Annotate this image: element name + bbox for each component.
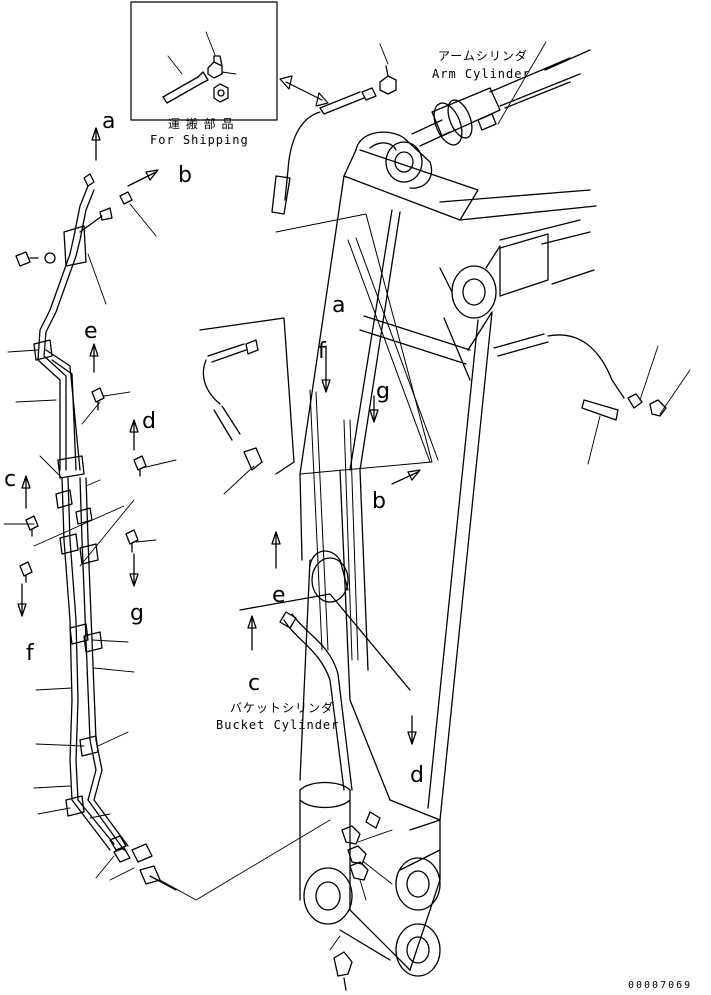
- arrow-d-boom: [407, 715, 417, 745]
- bucket-cylinder-caption-en: Bucket Cylinder: [216, 718, 339, 732]
- label-d-left: d: [142, 409, 156, 434]
- bucket-cylinder-hose: [239, 593, 411, 791]
- shipping-caption-en: For Shipping: [150, 133, 249, 147]
- arrow-c-left: [21, 475, 31, 509]
- arm-cylinder-hose-right: [493, 333, 667, 421]
- arrow-d-left: [129, 419, 139, 451]
- label-b-boom: b: [372, 489, 386, 514]
- bucket-cylinder-fittings: [333, 811, 381, 991]
- arrow-e-boom: [271, 531, 281, 569]
- leader-lines-left: [3, 203, 331, 901]
- shipping-hose-part: [162, 71, 209, 104]
- drawing-number: 00007069: [628, 980, 692, 991]
- label-a-left: a: [102, 109, 115, 134]
- label-a-boom: a: [332, 293, 345, 318]
- arrow-e-left: [89, 343, 99, 373]
- arrow-g-boom: [369, 395, 379, 423]
- boom: [299, 131, 597, 977]
- arrow-a-left: [91, 127, 101, 161]
- bucket-cylinder: [299, 781, 351, 911]
- arrow-g-left: [129, 553, 139, 587]
- arrow-f-left: [17, 583, 27, 617]
- arm-cylinder: [411, 49, 591, 147]
- text-labels: 運 搬 部 品 For Shipping アームシリンダ Arm Cylinde…: [4, 48, 692, 991]
- arm-cylinder-caption-jp: アームシリンダ: [438, 48, 528, 63]
- boom-internal-pipes: [275, 213, 439, 661]
- shipping-nut-part: [213, 83, 229, 103]
- label-f-left: f: [26, 641, 35, 666]
- label-f-boom: f: [318, 339, 327, 364]
- shipping-caption-jp: 運 搬 部 品: [168, 116, 234, 131]
- label-e-boom: e: [272, 583, 286, 608]
- middle-hose-pieces: [199, 317, 295, 475]
- arm-hose-leader: [379, 43, 389, 65]
- label-b-left: b: [178, 163, 192, 188]
- label-c-left: c: [4, 467, 16, 492]
- direction-arrows: [17, 127, 421, 745]
- arm-cylinder-leader: [497, 41, 547, 125]
- arrow-f-boom: [321, 345, 331, 393]
- label-e-left: e: [84, 319, 98, 344]
- arm-cylinder-hose-top: [271, 65, 397, 215]
- label-g-boom: g: [376, 379, 390, 404]
- label-d-boom: d: [410, 763, 424, 788]
- arrow-b-boom: [391, 469, 421, 485]
- shipping-double-arrow: [279, 75, 329, 107]
- arrow-c-boom: [247, 615, 257, 651]
- bucket-cylinder-caption-jp: バケットシリンダ: [230, 700, 334, 715]
- label-c-boom: c: [248, 671, 260, 696]
- shipping-elbow-part: [207, 55, 223, 79]
- label-g-left: g: [130, 601, 144, 626]
- arrow-b-left: [127, 169, 159, 187]
- loose-fittings-left: [15, 251, 147, 583]
- left-piping-assembly: [33, 173, 177, 891]
- shipping-parts-inset: [130, 1, 329, 121]
- arm-cylinder-caption-en: Arm Cylinder: [432, 67, 531, 81]
